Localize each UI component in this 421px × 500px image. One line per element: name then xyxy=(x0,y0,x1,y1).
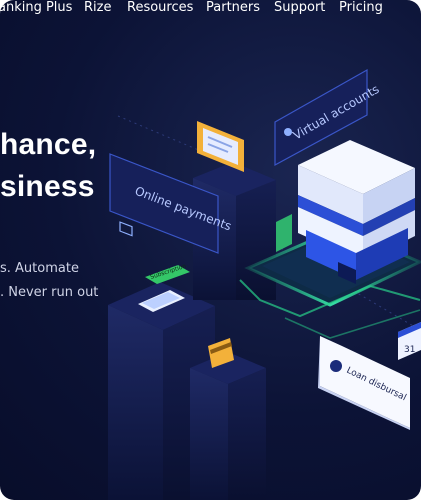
user-icon xyxy=(284,128,292,136)
online-payments-label: Online payments xyxy=(133,184,233,234)
nav-item-rize[interactable]: Rize xyxy=(84,0,112,15)
nav-item-partners[interactable]: Partners xyxy=(206,0,261,15)
virtual-accounts-panel: Virtual accounts xyxy=(274,68,382,167)
server-tower xyxy=(298,140,415,284)
nav-item-banking-plus[interactable]: anking Plus xyxy=(0,0,73,15)
pillar-middle xyxy=(190,352,266,500)
invoice-icon xyxy=(197,121,244,172)
online-payments-panel: Online payments xyxy=(109,153,233,254)
subscription-tag: Subscription xyxy=(145,263,190,284)
phone-icon xyxy=(138,290,185,312)
hero-subtitle-line-1: s. Automate xyxy=(0,261,79,276)
door-icon xyxy=(338,262,356,284)
hero-subtitle-line-2: . Never run out xyxy=(0,285,99,300)
card-icon xyxy=(119,221,133,237)
nav-item-resources[interactable]: Resources xyxy=(127,0,194,15)
calendar-icon: 31 xyxy=(398,322,421,360)
calendar-day-label: 31 xyxy=(404,345,415,355)
hero-title-line-1: hance, xyxy=(0,128,97,161)
green-panel xyxy=(276,214,292,252)
nav-item-pricing[interactable]: Pricing xyxy=(339,0,383,15)
money-icon xyxy=(330,360,342,372)
loan-disbursal-card: Loan disbursal xyxy=(318,336,410,430)
hero-title-line-2: siness xyxy=(0,170,95,203)
nav-item-support[interactable]: Support xyxy=(274,0,326,15)
pillar-left xyxy=(108,282,215,500)
connector-lines xyxy=(117,115,421,331)
pillar-back xyxy=(193,162,276,300)
credit-card-icon xyxy=(208,338,234,368)
subscription-label: Subscription xyxy=(149,263,187,281)
loan-disbursal-label: Loan disbursal xyxy=(345,366,408,404)
top-navigation: anking Plus Rize Resources Partners Supp… xyxy=(0,0,421,20)
server-platform xyxy=(239,226,421,339)
virtual-accounts-label: Virtual accounts xyxy=(291,82,382,143)
